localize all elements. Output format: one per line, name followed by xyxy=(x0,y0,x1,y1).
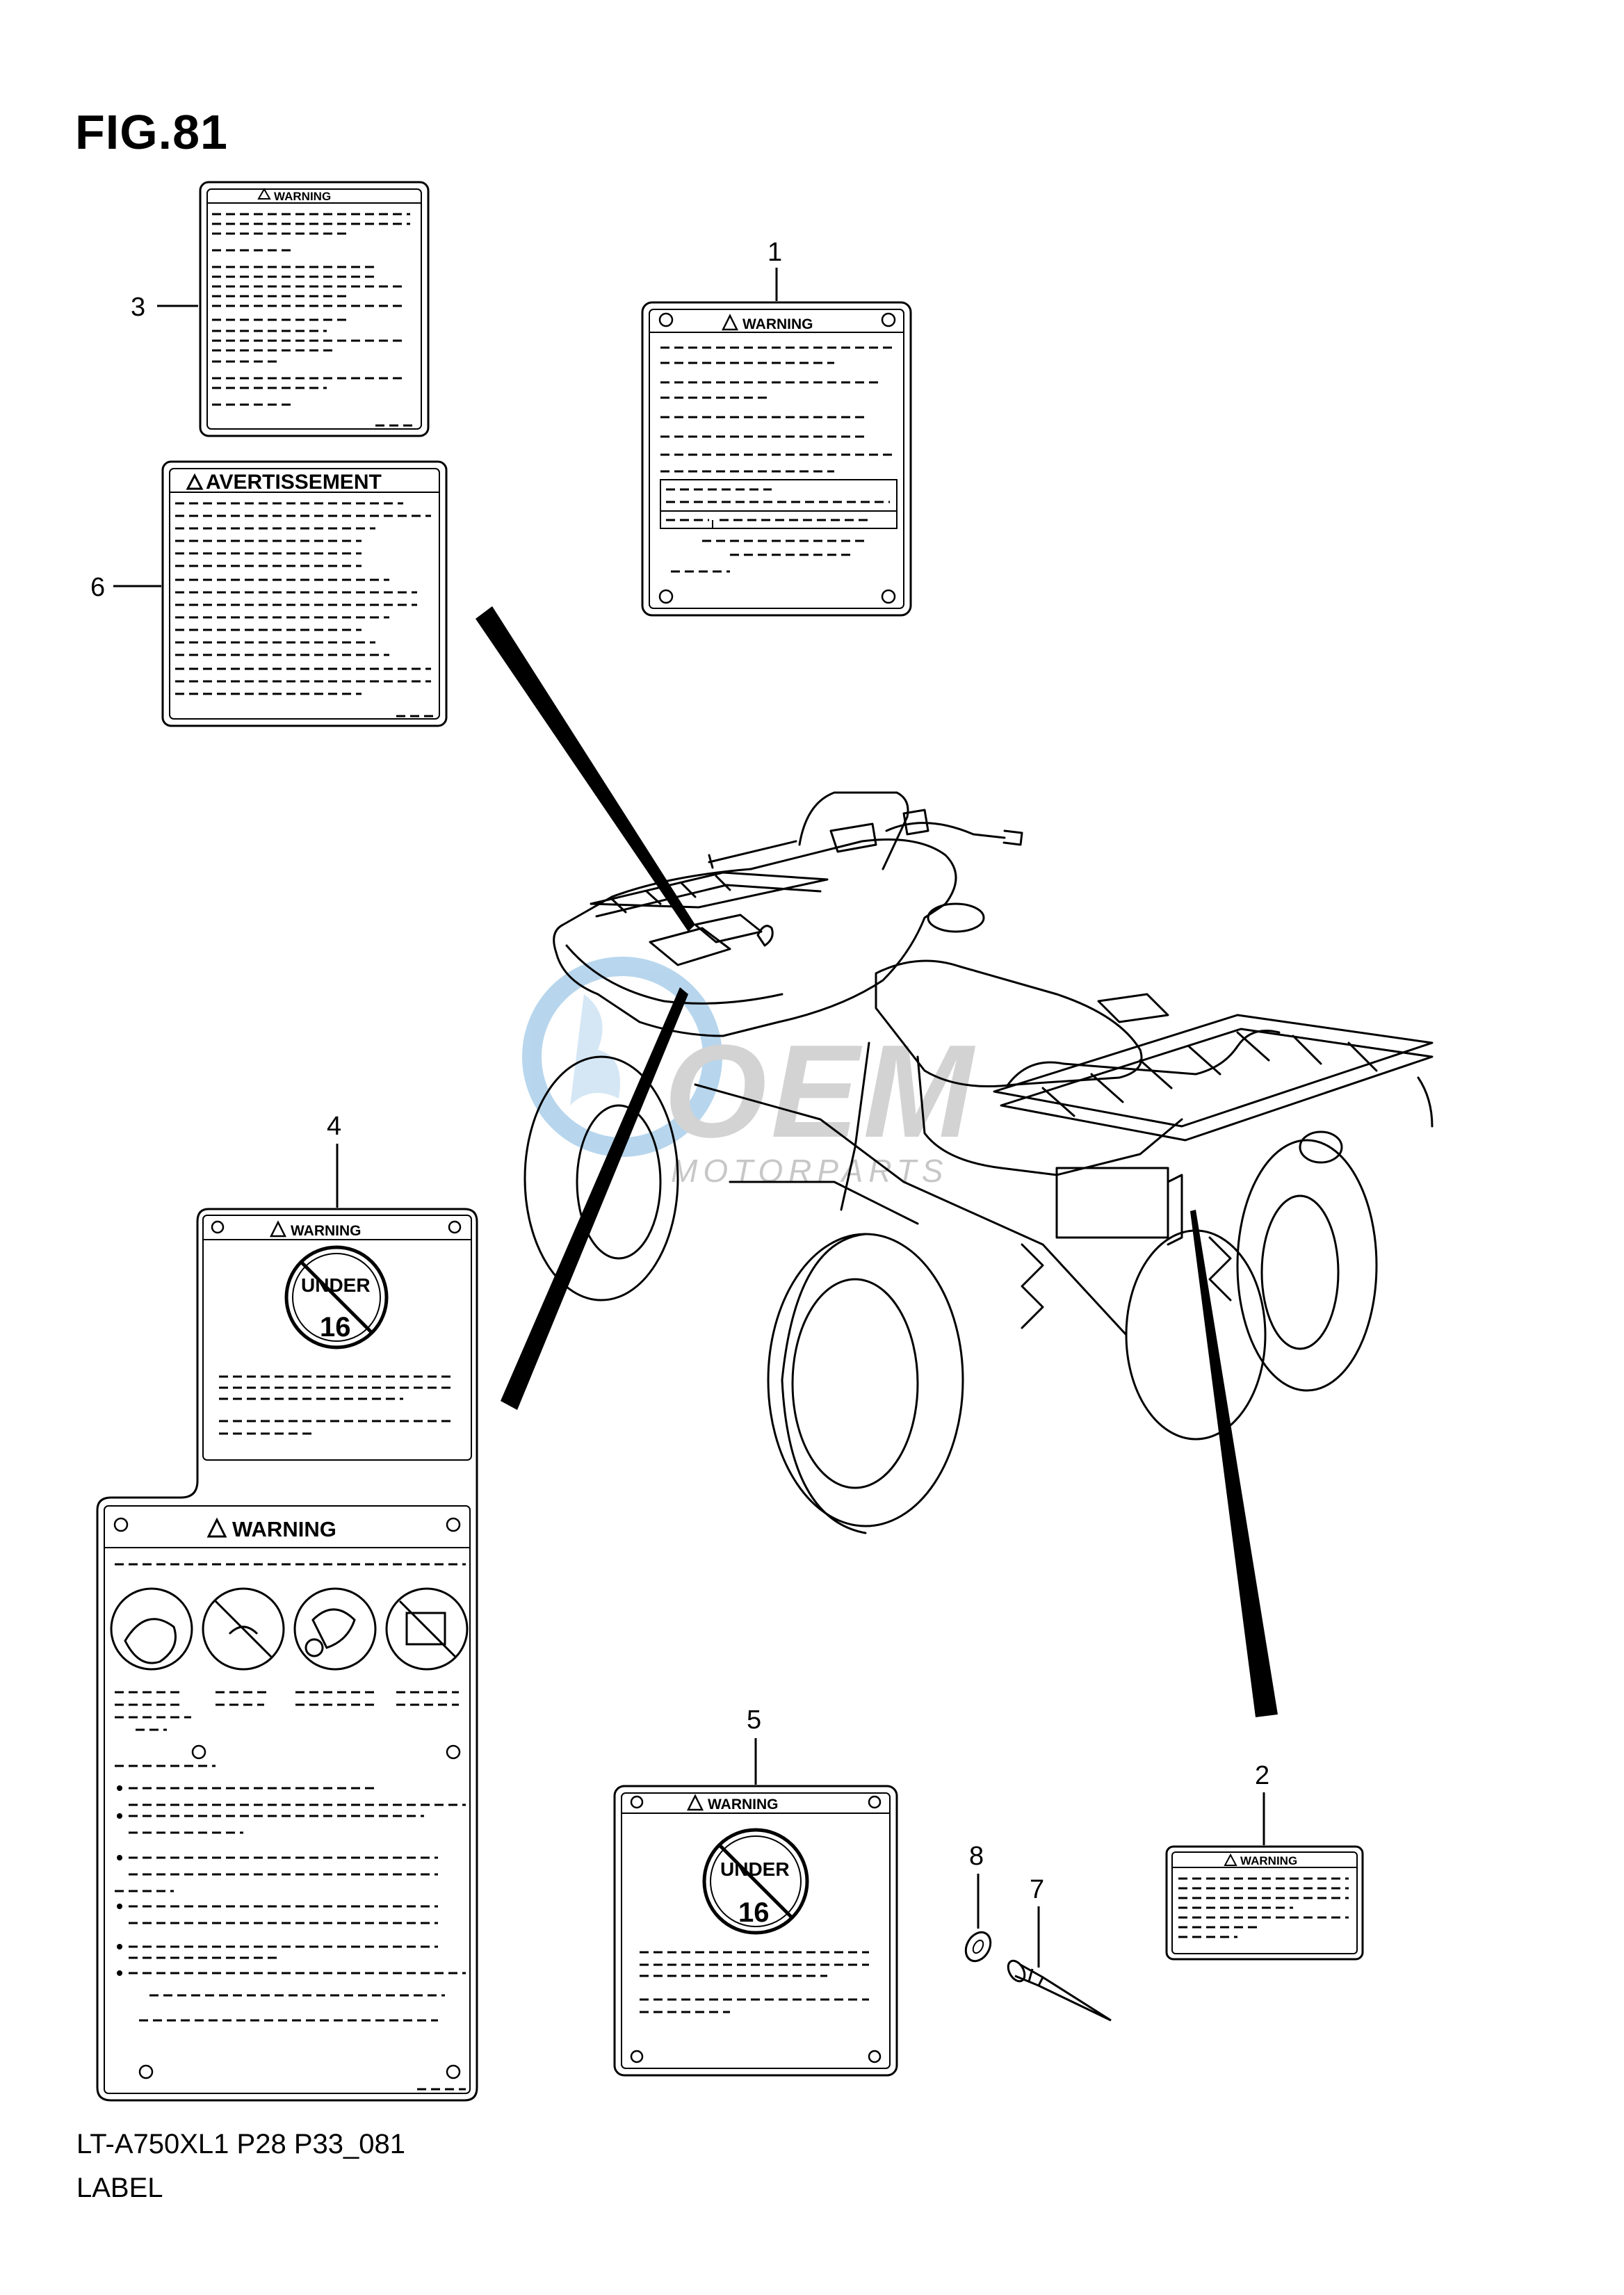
label-5-header: WARNING xyxy=(708,1797,779,1813)
callout-4: 4 xyxy=(327,1112,341,1141)
label-4-lower-header: WARNING xyxy=(232,1517,336,1541)
section-name: LABEL xyxy=(76,2173,163,2203)
washer-part-8 xyxy=(964,1931,992,1963)
rivet-part-7 xyxy=(1007,1959,1112,2022)
label-1: WARNING xyxy=(641,301,912,617)
pointer-wedge-top xyxy=(476,606,695,932)
badge-under-text: UNDER xyxy=(720,1858,790,1880)
warning-triangle-icon xyxy=(686,1794,704,1811)
callout-7: 7 xyxy=(1030,1875,1044,1904)
warning-triangle-icon xyxy=(206,1517,227,1538)
label-4-upper-header: WARNING xyxy=(291,1223,362,1239)
callout-5: 5 xyxy=(747,1705,761,1735)
warning-triangle-icon xyxy=(1224,1853,1237,1866)
under-16-badge: UNDER 16 xyxy=(284,1245,389,1349)
pictogram-row xyxy=(110,1587,469,1671)
label-3: WARNING xyxy=(199,181,430,437)
pointer-wedge-right xyxy=(1190,1210,1278,1717)
label-1-header: WARNING xyxy=(742,316,813,332)
warning-triangle-icon xyxy=(186,473,204,490)
badge-age-number: 16 xyxy=(320,1312,351,1343)
label-4: WARNING UNDER 16 WARNING xyxy=(96,1208,478,2102)
figure-title: FIG.81 xyxy=(75,105,228,159)
under-16-badge: UNDER 16 xyxy=(702,1828,809,1935)
badge-age-number: 16 xyxy=(738,1897,770,1928)
badge-under-text: UNDER xyxy=(301,1274,371,1296)
callout-2: 2 xyxy=(1255,1761,1269,1790)
label-3-header: WARNING xyxy=(274,190,331,203)
warning-triangle-icon xyxy=(257,187,271,200)
warning-triangle-icon xyxy=(721,314,739,331)
callout-1: 1 xyxy=(768,238,782,267)
warning-triangle-icon xyxy=(269,1220,287,1238)
model-code: LT-A750XL1 P28 P33_081 xyxy=(76,2129,405,2159)
label-6: AVERTISSEMENT xyxy=(161,460,448,727)
label-6-header: AVERTISSEMENT xyxy=(206,471,382,494)
callout-6: 6 xyxy=(90,573,105,602)
atv-illustration xyxy=(523,791,1434,1534)
callout-3: 3 xyxy=(131,293,145,322)
label-2-header: WARNING xyxy=(1240,1854,1297,1867)
pointer-wedge-left xyxy=(501,987,688,1410)
callout-8: 8 xyxy=(969,1842,984,1871)
label-2: WARNING xyxy=(1165,1845,1364,1961)
watermark-brand: OEM xyxy=(664,1018,977,1165)
label-5: WARNING UNDER 16 xyxy=(613,1785,898,2077)
